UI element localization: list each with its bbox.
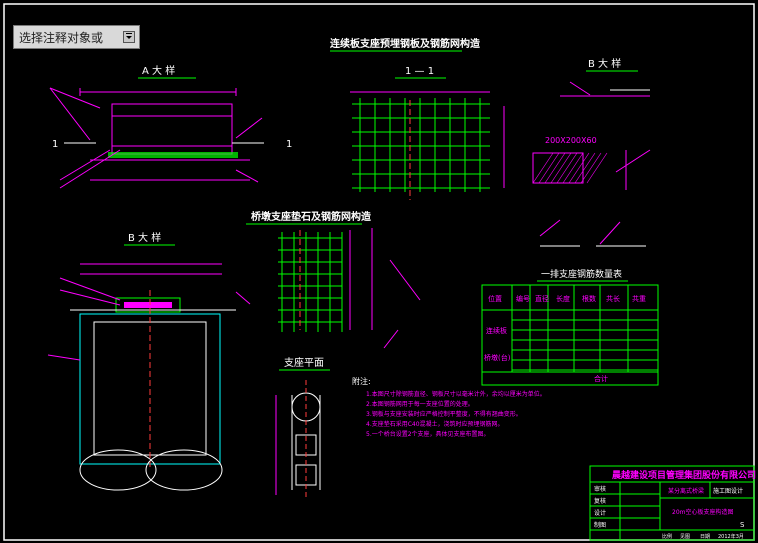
table-h0: 位置 <box>488 294 502 303</box>
role-4: 制图 <box>594 521 606 529</box>
notes-label: 附注: <box>352 376 371 386</box>
table-h3: 长度 <box>556 294 570 303</box>
table-h6: 共重 <box>632 294 646 303</box>
detail-b-top-title: B 大 样 <box>588 57 621 70</box>
drawing-name: 20m空心板支座构造图 <box>672 508 733 516</box>
detail-b-top: B 大 样 200X200X60 <box>532 57 651 247</box>
note-2: 2.本图钢筋网用于每一支座位置的处理。 <box>366 400 474 408</box>
marker-1-left: 1 <box>52 139 58 150</box>
section-1-1: 1 — 1 <box>350 66 505 200</box>
dropdown-icon[interactable] <box>123 31 135 43</box>
note-4: 4.支座垫石采用C40混凝土，浇筑时应预埋钢筋网。 <box>366 420 504 428</box>
note-1: 1.本图尺寸除钢筋直径、钢板尺寸以毫米计外，余均以厘米为单位。 <box>366 390 546 398</box>
table-title: 一排支座钢筋数量表 <box>541 268 622 280</box>
annotation-object-prompt[interactable]: 选择注释对象或 <box>13 25 140 49</box>
role-1: 审核 <box>594 485 606 493</box>
title-block: 晨越建设项目管理集团股份有限公司 某分离式桥梁 施工图设计 20m空心板支座构造… <box>589 465 756 541</box>
role-2: 复核 <box>594 497 606 505</box>
drawing-frame <box>3 3 755 541</box>
note-3: 3.钢板与支座安装时应严格控制平整度，不得有翘曲变形。 <box>366 410 522 418</box>
footer-4: 2012年3月 <box>718 533 744 540</box>
stage-name: 施工图设计 <box>713 487 743 495</box>
bearing-plan: 支座平面 <box>275 356 330 500</box>
company-name: 晨越建设项目管理集团股份有限公司 <box>612 469 756 481</box>
dim-box-label: 200X200X60 <box>545 136 597 145</box>
table-h5: 共长 <box>606 294 620 303</box>
project-name: 某分离式桥梁 <box>668 487 704 495</box>
table-row-2: 桥墩(台) <box>484 353 511 362</box>
note-5: 5.一个桥台设置2个支座，具体见支座布置图。 <box>366 430 490 438</box>
footer-2: 见图 <box>680 534 690 540</box>
drawing-number: S <box>740 521 745 529</box>
notes: 附注: 1.本图尺寸除钢筋直径、钢板尺寸以毫米计外，余均以厘米为单位。 2.本图… <box>352 376 546 438</box>
detail-a: A 大 样 1 1 <box>49 64 292 189</box>
rebar-table: 一排支座钢筋数量表 位置 编号 直径 长度 根数 共长 共重 连续板 桥墩(台)… <box>481 268 659 386</box>
table-total: 合计 <box>594 374 608 383</box>
footer-1: 比例 <box>662 533 672 540</box>
section-title: 1 — 1 <box>405 66 434 77</box>
role-3: 设计 <box>594 509 606 517</box>
detail-b-left-title: B 大 样 <box>128 231 161 244</box>
table-row-1: 连续板 <box>486 326 507 335</box>
table-h4: 根数 <box>582 294 596 303</box>
detail-b-left: B 大 样 <box>47 231 251 491</box>
table-h2: 直径 <box>535 294 549 303</box>
footer-3: 日期 <box>700 534 710 540</box>
prompt-label: 选择注释对象或 <box>19 30 104 45</box>
marker-1-right: 1 <box>286 139 292 150</box>
title-top: 连续板支座预埋钢板及钢筋网构造 <box>330 37 481 50</box>
bearing-plan-title: 支座平面 <box>284 356 324 369</box>
pier-grid <box>278 228 421 349</box>
detail-a-title: A 大 样 <box>142 64 175 77</box>
pier-title: 桥墩支座垫石及钢筋网构造 <box>251 210 372 223</box>
table-h1: 编号 <box>516 294 530 303</box>
